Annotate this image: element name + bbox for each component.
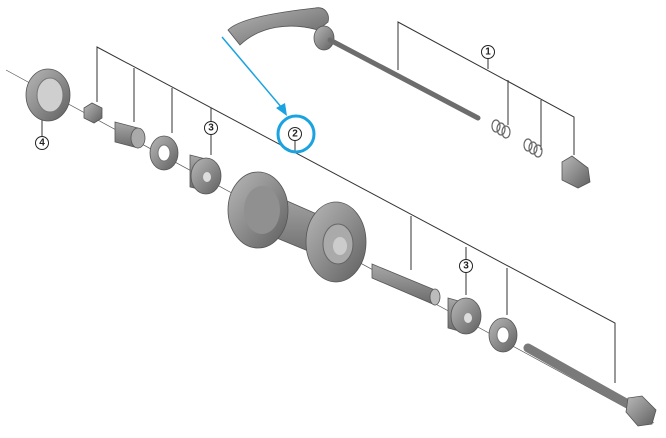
- washer-right: [488, 317, 518, 353]
- bracket-hub: [41, 46, 616, 383]
- axle: [523, 343, 657, 427]
- washer-left: [149, 135, 179, 171]
- highlight-arrow: [221, 36, 287, 116]
- quick-release-skewer: [227, 7, 591, 189]
- lock-nut: [83, 102, 103, 124]
- spring-icon: [491, 119, 543, 158]
- bearing-right: [447, 297, 482, 335]
- label-3-left[interactable]: 3: [204, 121, 218, 135]
- highlight-circle: [276, 114, 316, 154]
- svg-text:1: 1: [485, 47, 491, 58]
- label-4[interactable]: 4: [35, 136, 49, 150]
- label-3-right[interactable]: 3: [459, 259, 473, 273]
- svg-text:2: 2: [292, 129, 298, 140]
- label-2[interactable]: 2: [288, 127, 302, 141]
- svg-text:4: 4: [39, 138, 45, 149]
- svg-text:3: 3: [208, 123, 214, 134]
- hub-body: [227, 171, 367, 283]
- end-cap: [25, 68, 71, 122]
- spacer-left: [114, 121, 146, 149]
- label-1[interactable]: 1: [481, 45, 495, 59]
- bracket-skewer: [397, 21, 575, 155]
- bearing-left: [189, 154, 222, 195]
- svg-text:3: 3: [463, 261, 469, 272]
- axle-tube: [371, 263, 441, 306]
- adjusting-nut: [561, 155, 591, 189]
